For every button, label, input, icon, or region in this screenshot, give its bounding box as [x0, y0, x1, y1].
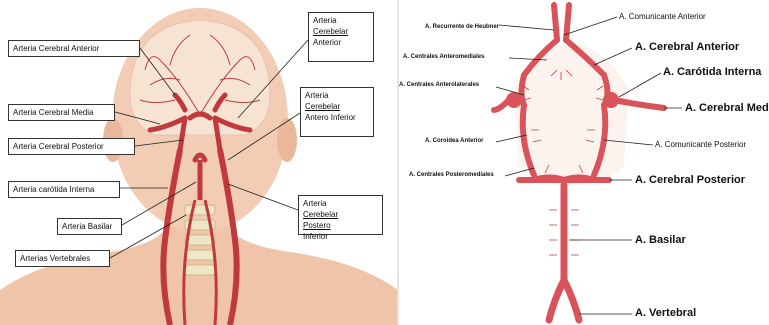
label-coroidea-anterior: A. Coroidea Anterior	[425, 138, 483, 144]
left-ica	[506, 92, 522, 108]
label-centrales-posteromediales: A. Centrales Posteromediales	[409, 172, 494, 178]
label-vertebrales: Arterias Vertebrales	[15, 250, 110, 267]
vertebral-column	[185, 205, 215, 275]
label-cerebelar-anterior: Arteria Cerebelar Anterior	[308, 12, 374, 62]
label-carotida-interna: Arteria carótida Interna	[8, 181, 120, 198]
brain	[130, 20, 270, 135]
label-basilar-right: A. Basilar	[635, 234, 686, 246]
label-cerebelar-postero-inferior: Arteria Cerebelar Postero Inferior	[298, 195, 383, 235]
label-cerebral-posterior-right: A. Cerebral Posterior	[635, 174, 745, 186]
right-ica	[603, 92, 619, 108]
label-recurrente-heubner: A. Recurrente de Heubner	[425, 24, 499, 30]
label-cerebral-anterior: Arteria Cerebral Anterior	[8, 40, 140, 57]
head-anatomy-panel: Arteria Cerebral Anterior Arteria Cerebr…	[0, 0, 398, 325]
label-comunicante-anterior: A. Comunicante Anterior	[619, 12, 706, 21]
label-cerebelar-antero-inferior: Arteria Cerebelar Antero Inferior	[300, 87, 374, 137]
right-ear	[277, 118, 297, 162]
label-vertebral-right: A. Vertebral	[635, 307, 696, 319]
label-centrales-anterolaterales: A. Centrales Anterolaterales	[399, 82, 479, 88]
label-basilar: Arteria Basilar	[57, 218, 122, 235]
label-centrales-anteromediales: A. Centrales Anteromediales	[403, 54, 484, 60]
label-comunicante-posterior: A. Comunicante Posterior	[655, 140, 746, 149]
label-cerebral-posterior: Arteria Cerebral Posterior	[8, 138, 135, 155]
circle-of-willis-panel: A. Recurrente de Heubner A. Comunicante …	[399, 0, 769, 325]
label-carotida-interna-right: A. Carótida Interna	[663, 66, 761, 78]
label-cerebral-media: Arteria Cerebral Media	[8, 104, 115, 121]
label-cerebral-media-right: A. Cerebral Media	[685, 102, 769, 114]
label-cerebral-anterior-right: A. Cerebral Anterior	[635, 41, 739, 53]
